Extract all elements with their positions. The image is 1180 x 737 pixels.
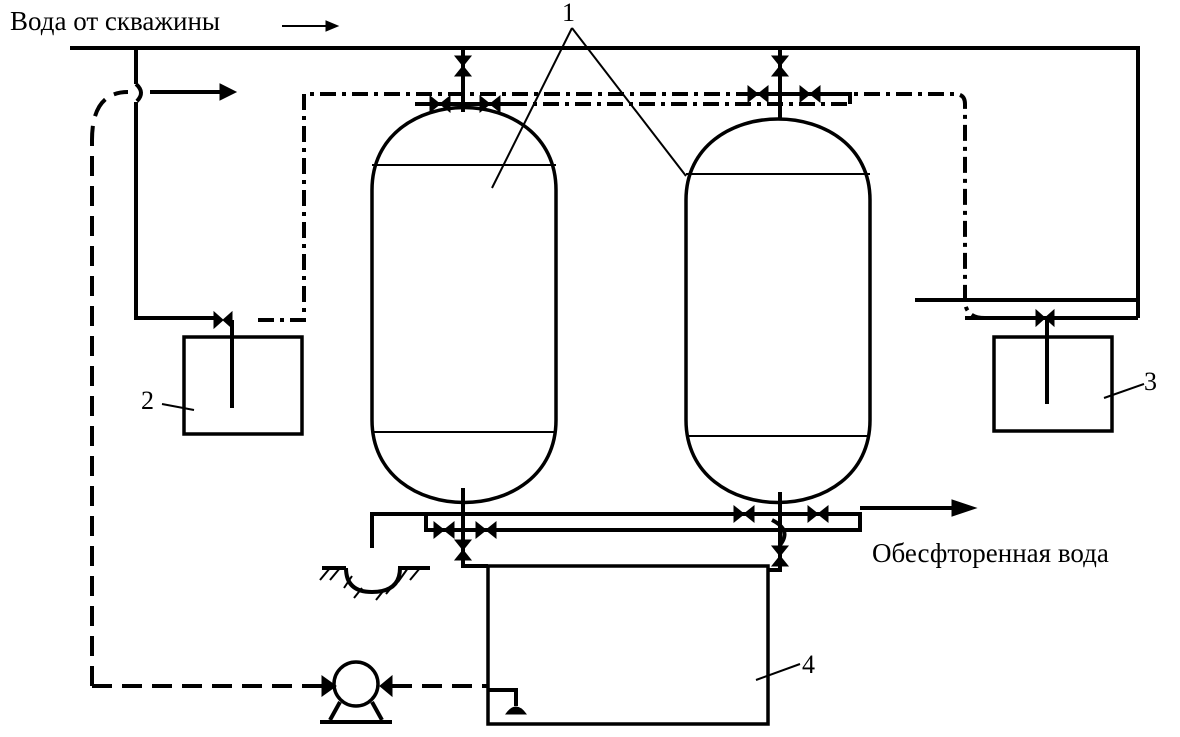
inlet-arrow-icon bbox=[282, 20, 340, 32]
valve-icon bbox=[733, 504, 755, 524]
valve-icon bbox=[453, 55, 473, 77]
callout-tank-left: 2 bbox=[141, 386, 154, 415]
valve-icon bbox=[770, 545, 790, 567]
reagent-tank-left bbox=[161, 320, 304, 436]
valve-icon bbox=[453, 539, 473, 561]
inlet-water-main bbox=[70, 46, 1140, 320]
reservoir bbox=[486, 564, 801, 726]
reagent-tank-right bbox=[992, 320, 1145, 433]
callout-reservoir: 4 bbox=[802, 650, 815, 679]
top-manifold-right bbox=[738, 48, 852, 120]
pump-icon bbox=[320, 660, 393, 724]
valve-icon bbox=[429, 94, 451, 114]
inlet-label: Вода от скважины bbox=[10, 6, 221, 36]
valve-icon bbox=[475, 520, 497, 540]
valve-icon bbox=[799, 84, 821, 104]
valve-icon bbox=[479, 94, 501, 114]
drain-pit-icon bbox=[319, 566, 430, 601]
valve-icon bbox=[747, 84, 769, 104]
reagent-line bbox=[258, 92, 986, 322]
outlet-arrow-icon bbox=[951, 499, 978, 517]
filter-vessel-right bbox=[684, 117, 872, 505]
reagent-flow-arrow-icon bbox=[150, 83, 238, 101]
float-valve-icon bbox=[488, 688, 527, 715]
valve-icon bbox=[213, 310, 233, 330]
outlet-label: Обесфторенная вода bbox=[872, 538, 1109, 568]
callout-tank-right: 3 bbox=[1144, 367, 1157, 396]
valve-icon bbox=[433, 520, 455, 540]
valve-icon bbox=[807, 504, 829, 524]
valves bbox=[213, 55, 1055, 567]
return-line bbox=[90, 82, 488, 688]
bottom-manifold bbox=[370, 488, 955, 572]
callout-filters: 1 bbox=[562, 0, 575, 27]
callout-1-leaders bbox=[491, 27, 687, 189]
filter-vessel-left bbox=[370, 105, 558, 505]
valve-icon bbox=[770, 55, 790, 77]
